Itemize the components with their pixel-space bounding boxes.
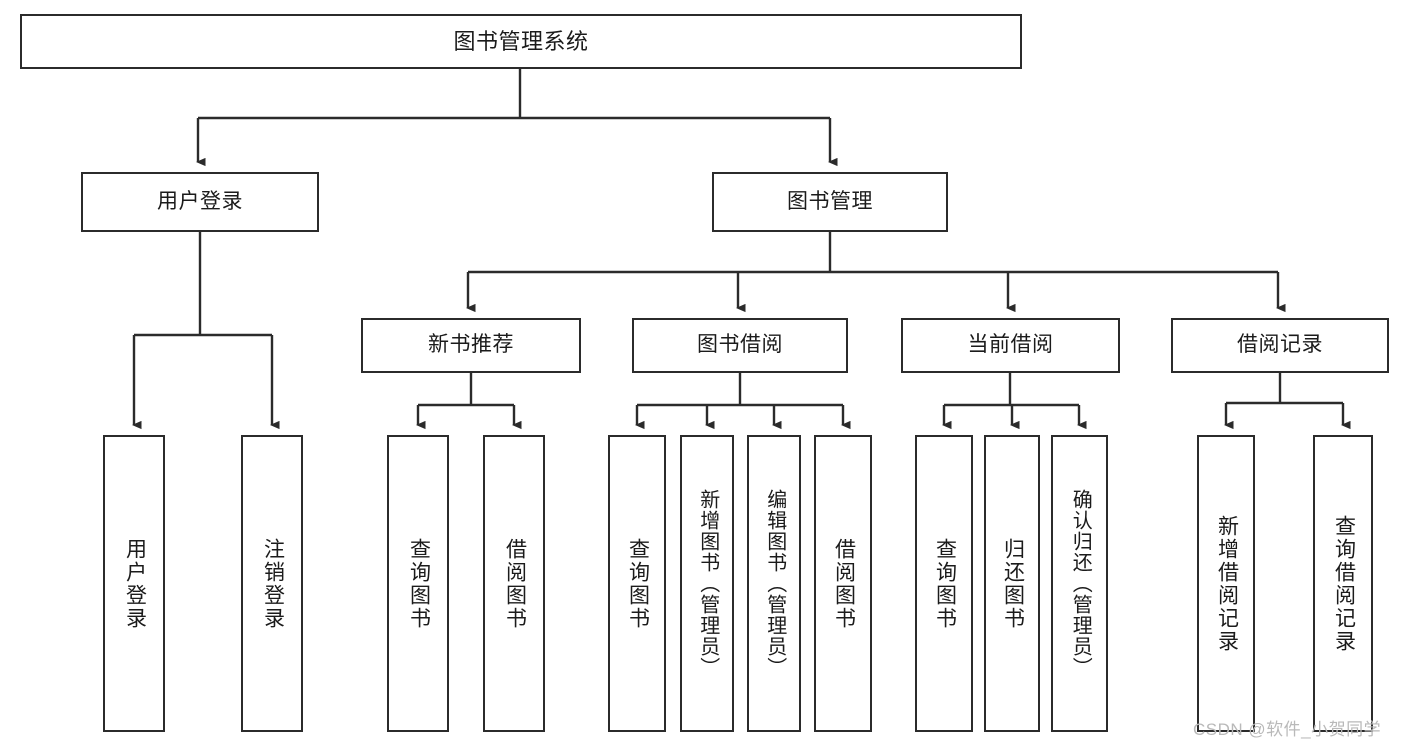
- node-borrow-record[interactable]: 借阅记录: [1171, 318, 1389, 373]
- node-leaf-query-book-3-label: 查询图书: [933, 537, 957, 630]
- node-user-login-label: 用户登录: [157, 189, 243, 213]
- node-leaf-confirm-return-label: 确认归还（管理员）: [1069, 489, 1092, 678]
- node-leaf-borrow-book-1-label: 借阅图书: [503, 537, 527, 630]
- node-book-manage[interactable]: 图书管理: [712, 172, 948, 232]
- node-current-borrow-label: 当前借阅: [967, 333, 1054, 357]
- node-leaf-add-book[interactable]: 新增图书（管理员）: [680, 435, 734, 732]
- node-leaf-query-record[interactable]: 查询借阅记录: [1313, 435, 1373, 732]
- node-leaf-add-record-label: 新增借阅记录: [1215, 514, 1239, 653]
- node-leaf-user-login-label: 用户登录: [123, 537, 147, 630]
- node-leaf-query-book-1[interactable]: 查询图书: [387, 435, 449, 732]
- node-current-borrow[interactable]: 当前借阅: [901, 318, 1120, 373]
- node-book-borrow-label: 图书借阅: [697, 333, 783, 357]
- watermark: CSDN @软件_小贺同学: [1193, 720, 1382, 739]
- node-leaf-edit-book-label: 编辑图书（管理员）: [763, 489, 786, 678]
- node-leaf-query-book-3[interactable]: 查询图书: [915, 435, 973, 732]
- node-leaf-user-login[interactable]: 用户登录: [103, 435, 165, 732]
- node-book-borrow[interactable]: 图书借阅: [632, 318, 848, 373]
- node-leaf-borrow-book-2-label: 借阅图书: [832, 537, 856, 630]
- node-leaf-confirm-return[interactable]: 确认归还（管理员）: [1051, 435, 1108, 732]
- node-leaf-logout[interactable]: 注销登录: [241, 435, 303, 732]
- node-leaf-borrow-book-1[interactable]: 借阅图书: [483, 435, 545, 732]
- node-new-book-recommend-label: 新书推荐: [428, 333, 514, 357]
- node-leaf-borrow-book-2[interactable]: 借阅图书: [814, 435, 872, 732]
- node-root[interactable]: 图书管理系统: [20, 14, 1022, 69]
- node-new-book-recommend[interactable]: 新书推荐: [361, 318, 581, 373]
- node-leaf-logout-label: 注销登录: [261, 537, 285, 630]
- node-root-label: 图书管理系统: [453, 28, 589, 54]
- node-leaf-add-record[interactable]: 新增借阅记录: [1197, 435, 1255, 732]
- node-leaf-query-book-1-label: 查询图书: [407, 537, 431, 630]
- node-leaf-return-book-label: 归还图书: [1001, 537, 1025, 630]
- node-user-login[interactable]: 用户登录: [81, 172, 319, 232]
- node-leaf-return-book[interactable]: 归还图书: [984, 435, 1040, 732]
- node-leaf-query-book-2[interactable]: 查询图书: [608, 435, 666, 732]
- node-leaf-query-book-2-label: 查询图书: [626, 537, 650, 630]
- node-borrow-record-label: 借阅记录: [1237, 333, 1323, 357]
- node-leaf-query-record-label: 查询借阅记录: [1332, 514, 1356, 653]
- node-book-manage-label: 图书管理: [787, 189, 873, 213]
- node-leaf-add-book-label: 新增图书（管理员）: [696, 489, 719, 678]
- node-leaf-edit-book[interactable]: 编辑图书（管理员）: [747, 435, 801, 732]
